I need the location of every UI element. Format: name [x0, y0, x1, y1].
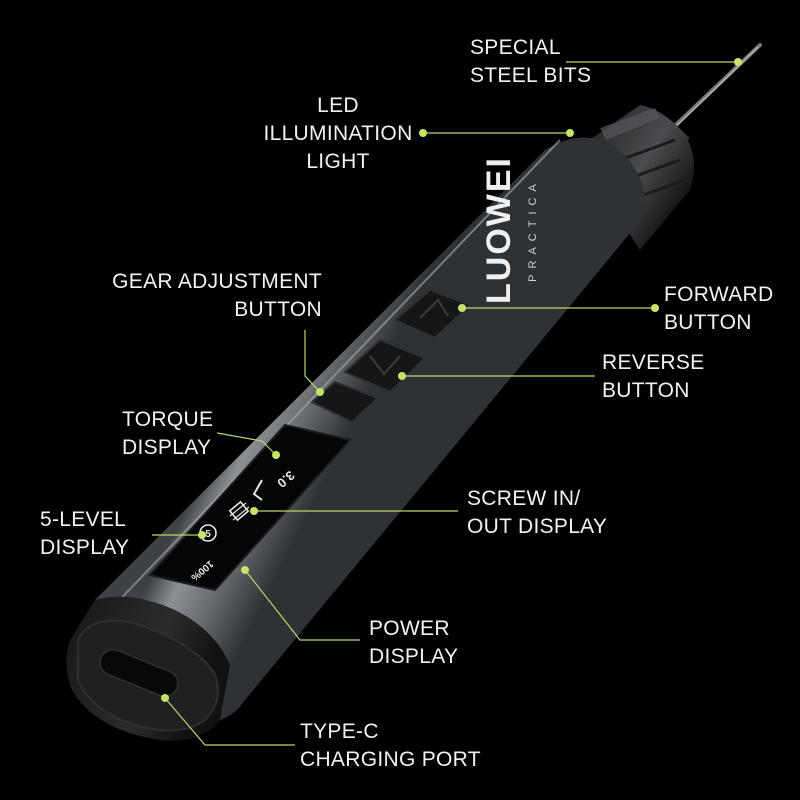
- label-line: 5-LEVEL: [40, 508, 127, 531]
- oled-screen: 3.0 5 100%: [148, 423, 352, 592]
- label-line: ILLUMINATION: [263, 122, 413, 145]
- label-line: LIGHT: [306, 150, 370, 173]
- dot-torque: [272, 451, 280, 459]
- dot-forward-label: [651, 304, 659, 312]
- label-line: DISPLAY: [369, 645, 459, 668]
- brand-subtitle: PRACTICA: [527, 178, 539, 282]
- leader-torque-display: [216, 432, 277, 456]
- label-line: BUTTON: [602, 379, 690, 402]
- dot-forward-button: [458, 304, 466, 312]
- leader-lines: [152, 61, 738, 746]
- dot-led-label: [419, 129, 427, 137]
- label-five-level-display: 5-LEVEL DISPLAY: [40, 506, 129, 562]
- label-dots: [161, 58, 742, 702]
- label-gear-adjustment-button: GEAR ADJUSTMENT BUTTON: [100, 268, 322, 324]
- label-line: LED: [317, 94, 359, 117]
- label-line: BUTTON: [234, 298, 322, 321]
- label-line: CHARGING PORT: [300, 748, 481, 771]
- leader-gear-adjustment: [304, 330, 321, 393]
- label-line: SPECIAL: [470, 36, 561, 59]
- dot-gear-button: [316, 388, 324, 396]
- label-line: DISPLAY: [40, 536, 130, 559]
- label-line: STEEL BITS: [470, 64, 592, 87]
- reverse-button[interactable]: [343, 338, 427, 394]
- dot-type-c: [161, 694, 169, 702]
- leader-type-c-port: [164, 697, 295, 746]
- torque-graph-icon: [252, 479, 263, 501]
- label-line: TORQUE: [122, 408, 214, 431]
- label-line: DISPLAY: [122, 436, 212, 459]
- brand-logo: LUOWEI: [480, 156, 518, 304]
- label-screw-in-out-display: SCREW IN/ OUT DISPLAY: [467, 485, 607, 541]
- label-line: REVERSE: [602, 351, 705, 374]
- dot-reverse-button: [398, 372, 406, 380]
- screw-icon: [228, 500, 250, 522]
- label-line: FORWARD: [664, 283, 774, 306]
- forward-button[interactable]: [393, 288, 472, 340]
- label-forward-button: FORWARD BUTTON: [664, 281, 773, 337]
- label-reverse-button: REVERSE BUTTON: [602, 349, 704, 405]
- label-type-c-charging-port: TYPE-C CHARGING PORT: [300, 718, 481, 774]
- label-line: TYPE-C: [300, 720, 379, 743]
- leader-power-display: [244, 569, 360, 641]
- label-line: POWER: [369, 617, 450, 640]
- dot-power: [241, 566, 249, 574]
- dot-led-illumination: [566, 129, 574, 137]
- label-line: BUTTON: [664, 311, 752, 334]
- label-led-illumination-light: LED ILLUMINATION LIGHT: [258, 92, 418, 176]
- label-torque-display: TORQUE DISPLAY: [122, 406, 213, 462]
- dot-screw: [250, 507, 258, 515]
- label-line: SCREW IN/: [467, 487, 581, 510]
- gear-level-value: 5: [205, 529, 211, 540]
- dot-five-level: [198, 531, 206, 539]
- dot-special-steel-bits: [734, 58, 742, 66]
- label-special-steel-bits: SPECIAL STEEL BITS: [470, 34, 591, 90]
- label-line: OUT DISPLAY: [467, 515, 608, 538]
- label-line: GEAR ADJUSTMENT: [112, 270, 322, 293]
- brand-engraving: LUOWEI PRACTICA: [480, 156, 539, 304]
- gear-adjustment-button[interactable]: [310, 380, 380, 424]
- type-c-port: [99, 648, 179, 698]
- label-power-display: POWER DISPLAY: [369, 615, 458, 671]
